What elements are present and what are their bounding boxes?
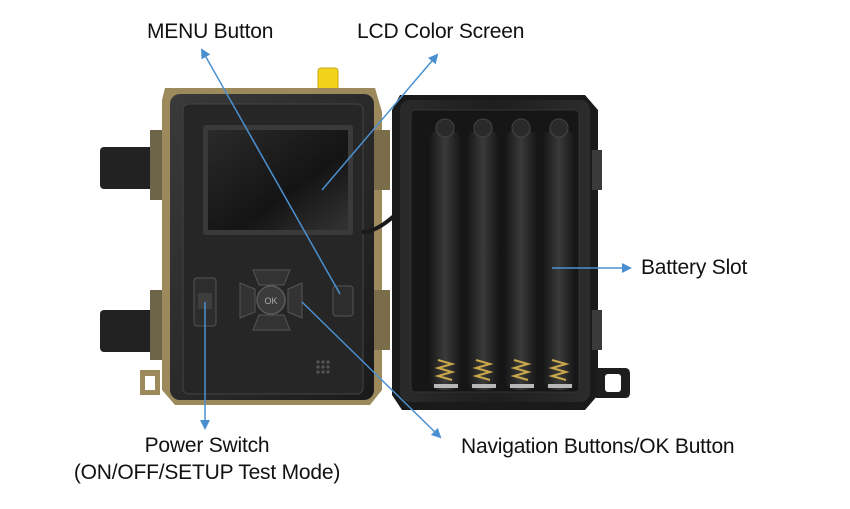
ok-button-label: OK <box>264 296 277 306</box>
power-switch-title: Power Switch <box>144 434 270 457</box>
antenna-connector <box>317 67 339 91</box>
battery-contacts <box>434 384 572 388</box>
battery-springs <box>434 359 570 381</box>
callout-arrows <box>200 48 632 439</box>
speaker-grille <box>316 360 330 374</box>
battery-slot-label: Battery Slot <box>641 256 748 279</box>
lcd-screen-label: LCD Color Screen <box>357 20 525 43</box>
lcd-screen <box>203 125 353 235</box>
menu-button-label: MENU Button <box>147 20 274 43</box>
battery-slots <box>428 118 576 390</box>
lcd-arrow <box>321 53 439 191</box>
power-switch-modes: (ON/OFF/SETUP Test Mode) <box>73 461 341 484</box>
mounting-strap-left <box>100 130 170 360</box>
menu-key <box>332 285 354 317</box>
menu-arrow <box>201 48 341 295</box>
power-switch-label: Power Switch (ON/OFF/SETUP Test Mode) <box>62 432 352 486</box>
nav-arrow <box>301 301 442 439</box>
navigation-buttons-label: Navigation Buttons/OK Button <box>461 435 735 458</box>
navigation-pad: OK <box>239 269 303 331</box>
